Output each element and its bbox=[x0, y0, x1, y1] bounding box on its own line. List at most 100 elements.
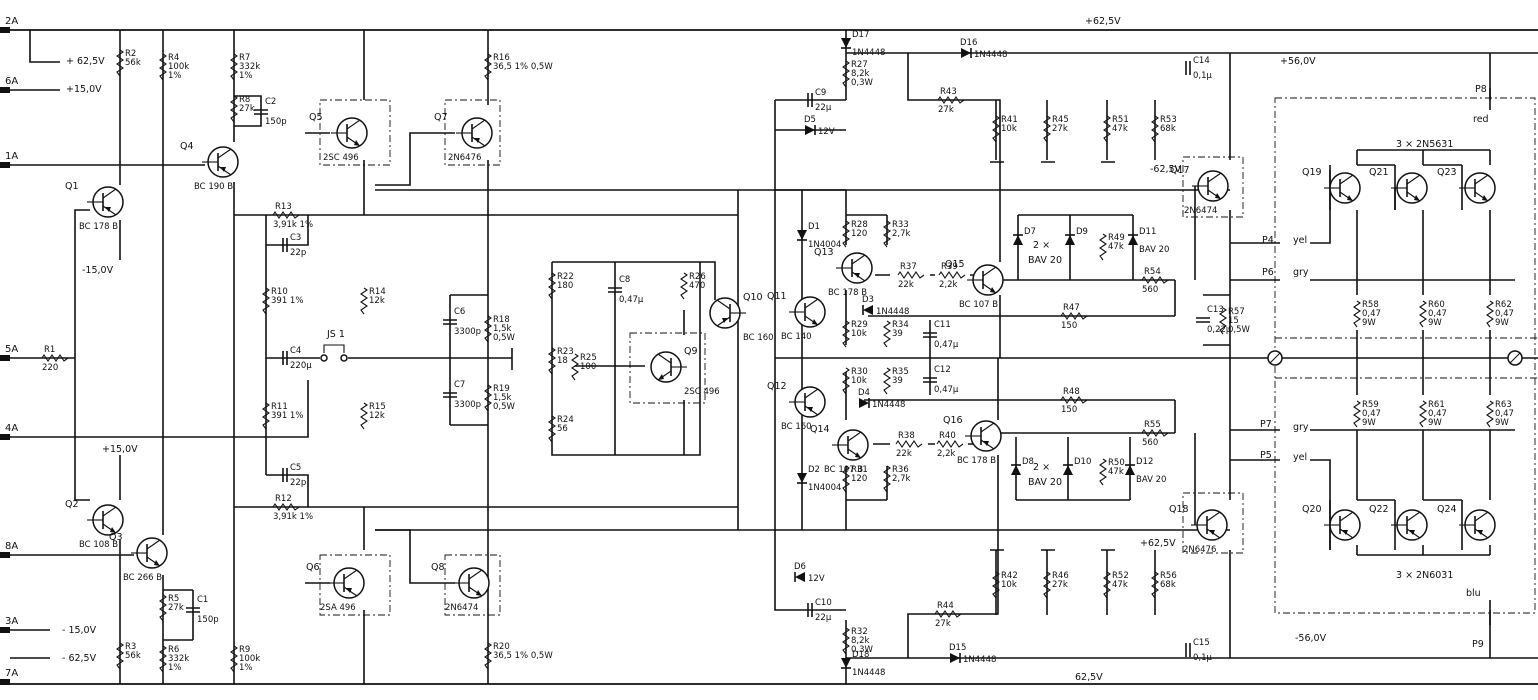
resistor-value: 9W bbox=[1428, 418, 1442, 428]
capacitor-value: 220µ bbox=[290, 361, 312, 371]
transistor-id: Q23 bbox=[1437, 167, 1457, 178]
rail-top-label: +62,5V bbox=[1085, 16, 1121, 27]
pin-label: 8A bbox=[5, 541, 18, 552]
supply-label: +62,5V bbox=[1140, 538, 1176, 549]
resistor-id: R47 bbox=[1063, 303, 1080, 313]
resistor-value: 0,47 bbox=[1362, 409, 1381, 419]
resistor-id: R59 bbox=[1362, 400, 1379, 410]
resistor-value: 36,5 1% 0,5W bbox=[493, 62, 553, 72]
resistor-id: R22 bbox=[557, 272, 574, 282]
resistor-value: 100 bbox=[580, 362, 596, 372]
transistor-part: BC 140 bbox=[781, 332, 812, 342]
rail-labels: +62,5V 62,5V +56,0V -56,0V bbox=[1075, 16, 1327, 683]
resistor-id: R34 bbox=[892, 320, 909, 330]
transistor-part: BC 178 B bbox=[828, 288, 867, 298]
resistor-value: 27k bbox=[1052, 124, 1068, 134]
transistor-id: Q21 bbox=[1369, 167, 1389, 178]
capacitor-value: 3300p bbox=[454, 327, 481, 337]
capacitor-id: C1 bbox=[197, 595, 208, 605]
resistor-id: R30 bbox=[851, 367, 868, 377]
resistor-value: 100k bbox=[239, 654, 260, 664]
resistor-value: 2,2k bbox=[939, 280, 958, 290]
annotation: P9 bbox=[1472, 639, 1484, 650]
resistor-value: 180 bbox=[557, 281, 573, 291]
resistor-value: 12k bbox=[369, 411, 385, 421]
resistor-id: R56 bbox=[1160, 571, 1177, 581]
supply-text: -15,0V bbox=[82, 265, 114, 276]
transistor-part: 2SA 496 bbox=[320, 603, 356, 613]
transistor-id: Q1 bbox=[65, 181, 79, 192]
transistor-part: 2N6476 bbox=[1183, 545, 1216, 555]
annotation: yel bbox=[1293, 235, 1307, 246]
resistor-value: 47k bbox=[1112, 124, 1128, 134]
resistor-id: R31 bbox=[851, 465, 868, 475]
transistor-id: Q17 bbox=[1170, 165, 1190, 176]
capacitor-value: 0,1µ bbox=[1193, 71, 1213, 81]
resistor-value: 0,3W bbox=[851, 645, 874, 655]
annotation: P5 bbox=[1260, 450, 1272, 461]
supply-text: + 62,5V bbox=[66, 56, 105, 67]
annotation: gry bbox=[1293, 422, 1309, 433]
capacitor-id: C8 bbox=[619, 275, 630, 285]
capacitor-value: 0,1µ bbox=[1193, 653, 1213, 663]
transistor-id: Q3 bbox=[109, 532, 123, 543]
transistor-q24: Q24 bbox=[1437, 504, 1496, 541]
diode-id: D16 bbox=[960, 38, 977, 48]
resistor-id: R26 bbox=[689, 272, 706, 282]
capacitor-id: C2 bbox=[265, 97, 276, 107]
resistor-value: 560 bbox=[1142, 285, 1158, 295]
resistor-id: R37 bbox=[900, 262, 917, 272]
resistor-id: R11 bbox=[271, 402, 288, 412]
resistor-value: 10k bbox=[1001, 124, 1017, 134]
transistor-q19: Q19 bbox=[1302, 167, 1361, 204]
transistor-part: BC 107 B bbox=[824, 465, 863, 475]
supply-label: +15,0V bbox=[102, 444, 138, 455]
diode-value: 12V bbox=[818, 127, 835, 137]
annotation: P8 bbox=[1475, 84, 1487, 95]
diode-id: D9 bbox=[1076, 227, 1088, 237]
resistor-id: R15 bbox=[369, 402, 386, 412]
resistor-id: R29 bbox=[851, 320, 868, 330]
resistor-value: 0,47 bbox=[1428, 309, 1447, 319]
capacitor-value: 0,47µ bbox=[619, 295, 644, 305]
diode-value: 1N4448 bbox=[876, 307, 909, 317]
resistor-value: 560 bbox=[1142, 438, 1158, 448]
pin-5A: 5A bbox=[0, 344, 18, 361]
resistor-id: R33 bbox=[892, 220, 909, 230]
diode-value: BAV 20 bbox=[1136, 475, 1166, 485]
